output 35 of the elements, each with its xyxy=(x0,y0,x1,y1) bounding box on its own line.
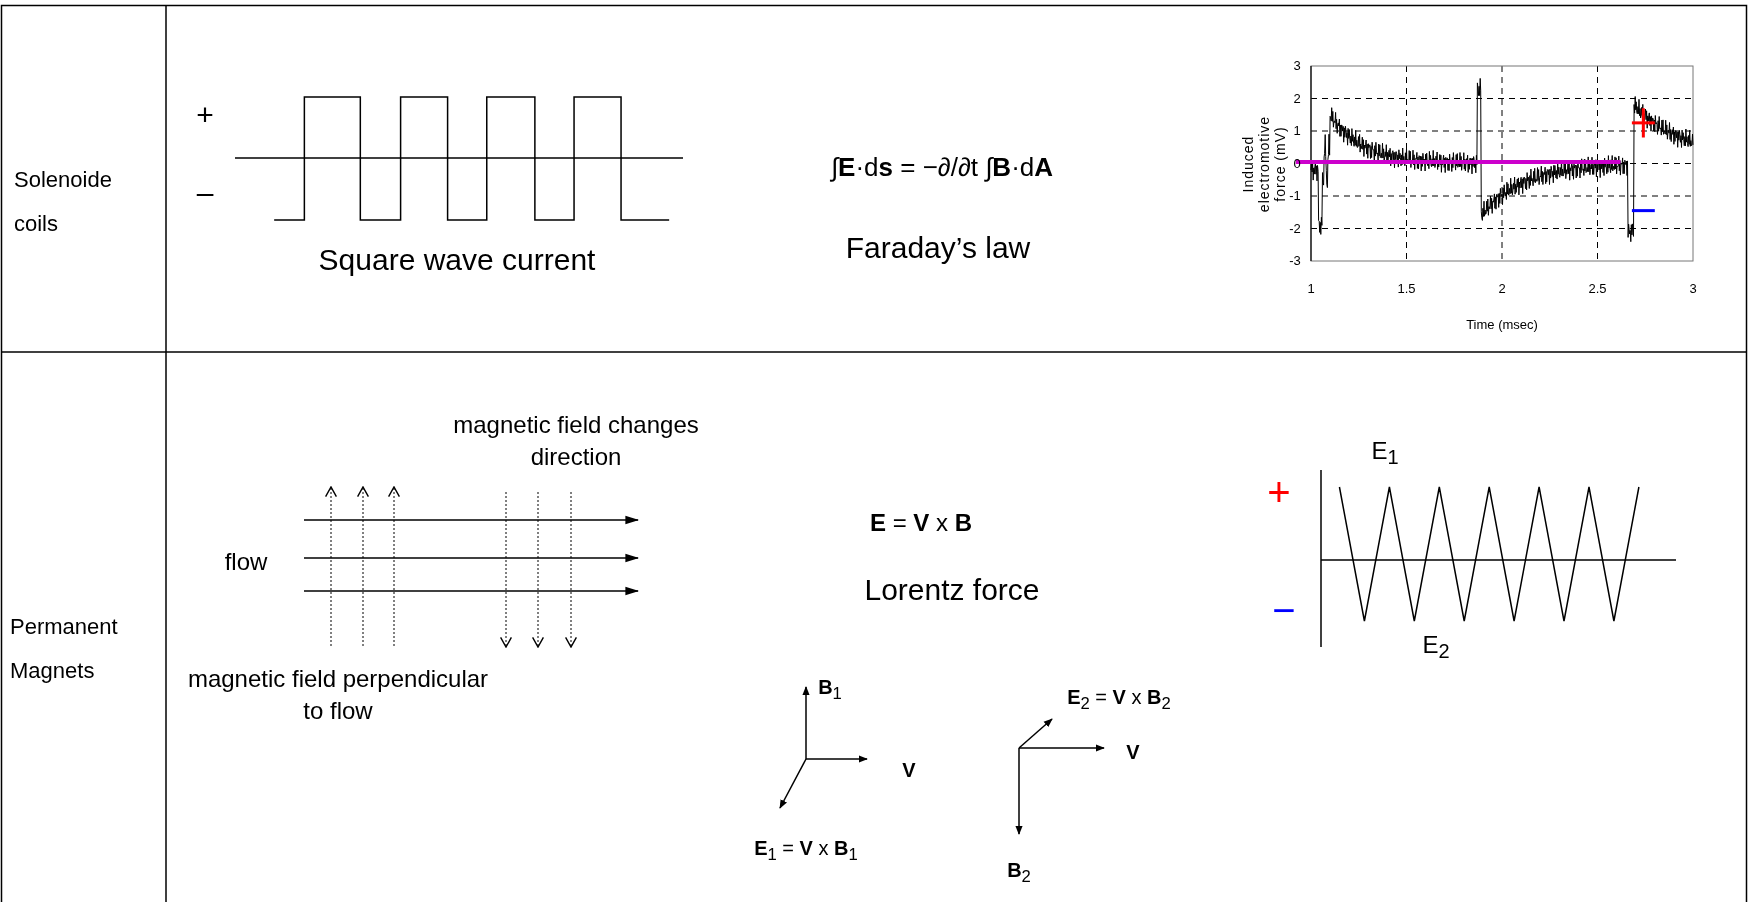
wave-label: E$_{2}$ xyxy=(1422,630,1450,664)
vector-label: E$_{2}$ = V x B$_{2}$ xyxy=(1067,686,1171,714)
tick-label: 1.5 xyxy=(1397,281,1416,297)
equation: E = V x B xyxy=(869,509,973,537)
tick-label: -3 xyxy=(1289,253,1301,269)
annotation: magnetic field changes direction xyxy=(452,409,700,472)
tick-label: 2 xyxy=(1293,91,1301,106)
row-heading: Solenoide coils xyxy=(14,166,113,238)
axis-title: Time (msec) xyxy=(1466,317,1538,333)
tick-label: 1 xyxy=(1293,123,1301,139)
tick-label: 3 xyxy=(1293,58,1301,74)
sign-label: – xyxy=(196,175,214,211)
tick-label: 2 xyxy=(1498,281,1506,297)
annotation: magnetic field perpendicular to flow xyxy=(186,663,490,726)
tick-label: -2 xyxy=(1289,221,1301,236)
caption: Lorentz force xyxy=(864,572,1040,608)
sign-label: − xyxy=(1272,587,1296,633)
vector-label: B$_{2}$ xyxy=(1007,859,1031,887)
axis-title: Induced electromotive force (mV) xyxy=(1239,114,1289,214)
row-heading: Permanent Magnets xyxy=(10,613,119,685)
tick-label: 3 xyxy=(1689,281,1697,297)
vector-label: E$_{1}$ = V x B$_{1}$ xyxy=(754,837,858,865)
tick-label: 2.5 xyxy=(1588,281,1607,297)
vector-label: V xyxy=(902,758,916,782)
equation: ∫E·ds = −∂/∂t ∫B·dA xyxy=(830,153,1054,183)
caption: Faraday’s law xyxy=(845,230,1031,266)
annotation: flow xyxy=(224,548,268,576)
sign-label: + xyxy=(1267,469,1291,515)
caption: Square wave current xyxy=(318,242,596,278)
tick-label: -1 xyxy=(1289,188,1301,204)
tick-label: 1 xyxy=(1307,281,1315,297)
vector-label: V xyxy=(1126,740,1140,764)
vector-label: B$_{1}$ xyxy=(818,676,842,704)
wave-label: E$_{1}$ xyxy=(1371,436,1399,470)
sign-label: + xyxy=(196,97,214,133)
